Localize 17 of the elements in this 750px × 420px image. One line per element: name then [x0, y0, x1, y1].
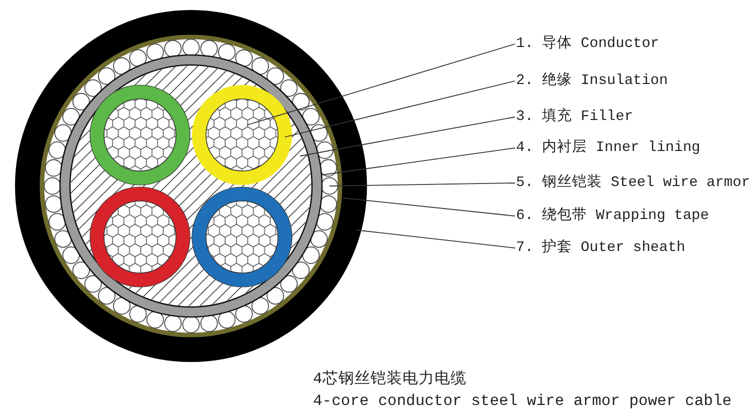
part-label: 7. 护套 Outer sheath: [516, 239, 686, 257]
part-label: 3. 填充 Filler: [516, 108, 634, 126]
leader-line: [246, 44, 516, 126]
leader-line: [329, 182, 516, 186]
leader-line: [342, 198, 516, 216]
leader-line: [300, 116, 516, 156]
caption-text: 4芯钢丝铠装电力电缆: [313, 369, 466, 389]
leader-line: [284, 80, 516, 138]
part-label: 6. 绕包带 Wrapping tape: [516, 207, 709, 225]
leader-line: [320, 148, 516, 176]
part-label: 5. 钢丝铠装 Steel wire armor: [516, 174, 750, 192]
caption-text: 4-core conductor steel wire armor power cable: [313, 391, 732, 411]
part-label: 1. 导体 Conductor: [516, 35, 660, 53]
part-label: 4. 内衬层 Inner lining: [516, 139, 700, 157]
sheath-ring: [15, 10, 367, 362]
part-label: 2. 绝缘 Insulation: [516, 72, 668, 90]
leader-line: [356, 230, 516, 248]
